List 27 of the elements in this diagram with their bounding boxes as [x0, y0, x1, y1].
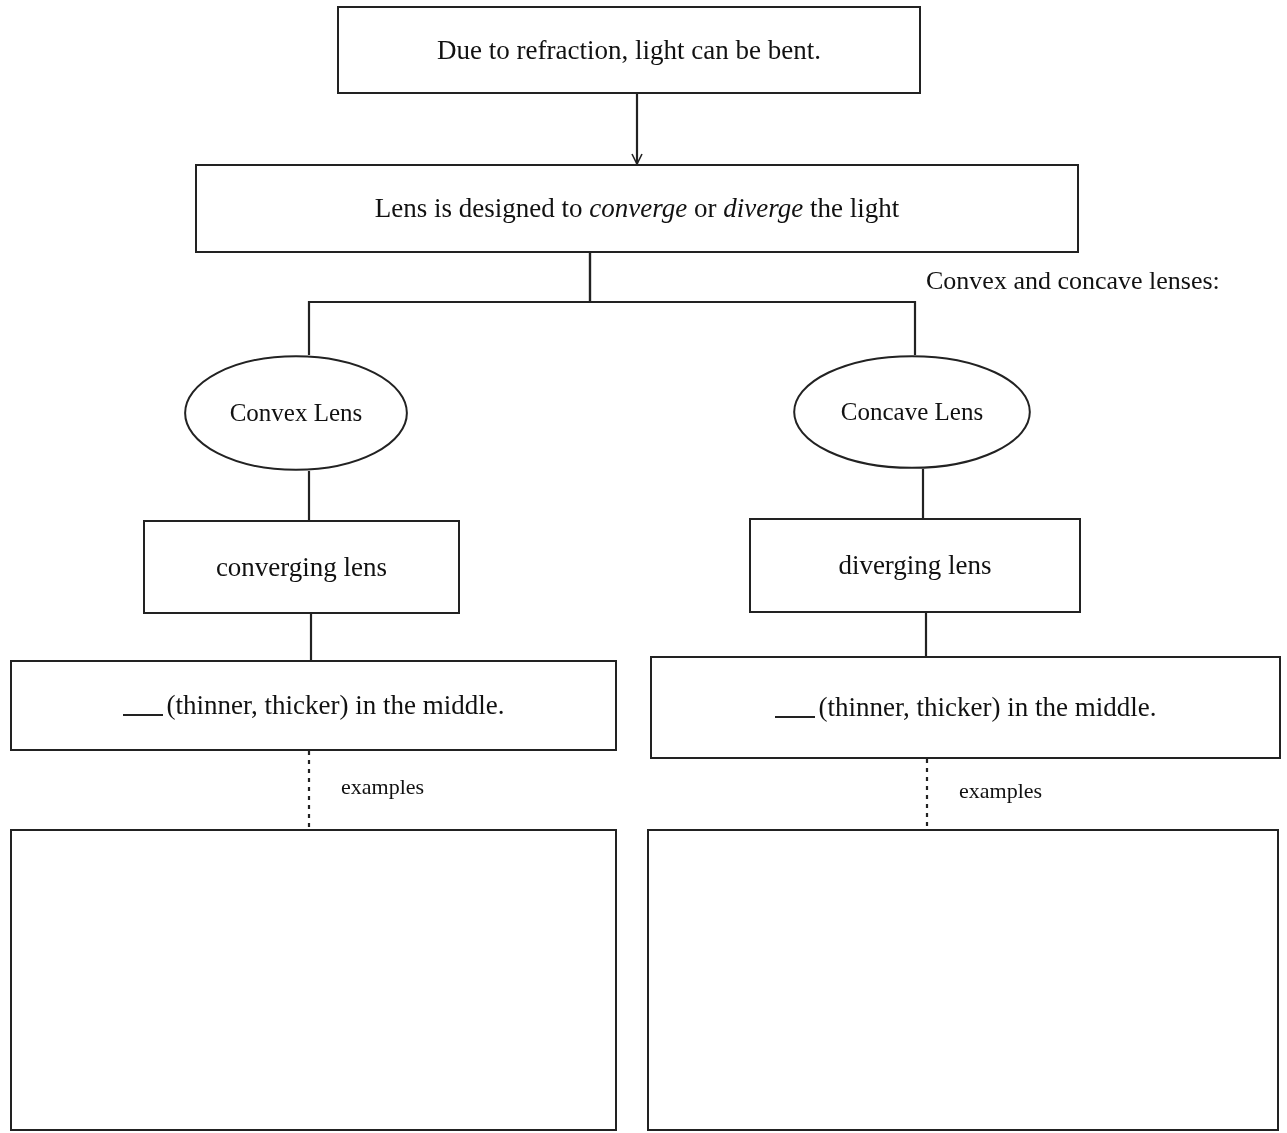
process-box [749, 518, 1081, 613]
connector-line [588, 253, 917, 355]
answer-box [10, 660, 617, 751]
connector-line [309, 614, 313, 660]
ellipse-node [793, 355, 1031, 469]
process-box [195, 164, 1079, 253]
answer-box [10, 829, 617, 1131]
dotted-connector [925, 759, 929, 829]
process-box [337, 6, 921, 94]
connector-line [924, 613, 928, 656]
process-box [143, 520, 460, 614]
note-text: Convex and concave lenses: [926, 266, 1220, 296]
node-text: Concave Lens [840, 397, 984, 427]
answer-box [647, 829, 1279, 1131]
ellipse-node [184, 355, 408, 471]
node-text: (thinner, thicker) in the middle. [818, 691, 1157, 724]
connector-line [631, 94, 643, 165]
connector-line [307, 471, 311, 520]
node-text: Lens is designed to converge or diverge the light [374, 192, 900, 225]
answer-box [650, 656, 1281, 759]
node-text: converging lens [215, 550, 388, 584]
node-text: diverging lens [838, 549, 992, 582]
dotted-connector [307, 751, 311, 829]
node-text: Convex Lens [229, 398, 363, 428]
connector-line [921, 469, 925, 518]
node-text: Due to refraction, light can be bent. [437, 33, 821, 67]
node-text: (thinner, thicker) in the middle. [166, 689, 505, 722]
